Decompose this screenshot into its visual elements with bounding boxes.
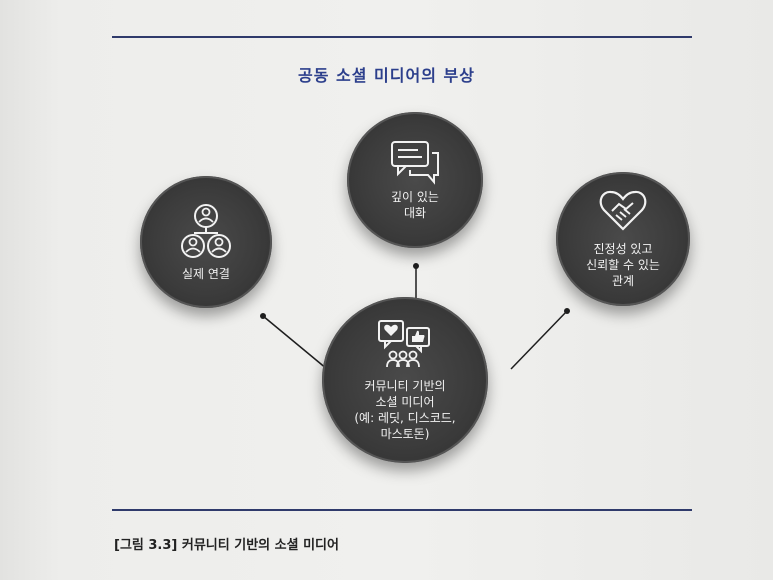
top-rule xyxy=(112,36,692,38)
node-center-label: 커뮤니티 기반의 소셜 미디어 (예: 레딧, 디스코드, 마스토돈) xyxy=(354,379,456,441)
node-deep-conversation: 깊이 있는 대화 xyxy=(347,112,483,248)
node-top-label: 깊이 있는 대화 xyxy=(391,190,439,220)
community-social-icon xyxy=(378,320,430,368)
chat-bubbles-icon xyxy=(391,141,439,185)
connector-top-dot xyxy=(413,263,419,269)
node-trusted-relationship: 진정성 있고 신뢰할 수 있는 관계 xyxy=(556,172,690,306)
node-left-label: 실제 연결 xyxy=(182,267,230,281)
figure-title: 공동 소셜 미디어의 부상 xyxy=(298,66,475,85)
node-right-label: 진정성 있고 신뢰할 수 있는 관계 xyxy=(586,242,660,288)
node-real-connection: 실제 연결 xyxy=(140,176,272,308)
bottom-rule xyxy=(112,509,692,511)
connector-right-dot xyxy=(564,308,570,314)
connector-right xyxy=(510,310,568,370)
connector-left-dot xyxy=(260,313,266,319)
people-network-icon xyxy=(181,204,231,258)
heart-handshake-icon xyxy=(599,190,647,231)
connector-left xyxy=(262,315,328,370)
figure-caption: [그림 3.3] 커뮤니티 기반의 소셜 미디어 xyxy=(114,538,339,553)
node-community-social-media: 커뮤니티 기반의 소셜 미디어 (예: 레딧, 디스코드, 마스토돈) xyxy=(322,297,488,463)
